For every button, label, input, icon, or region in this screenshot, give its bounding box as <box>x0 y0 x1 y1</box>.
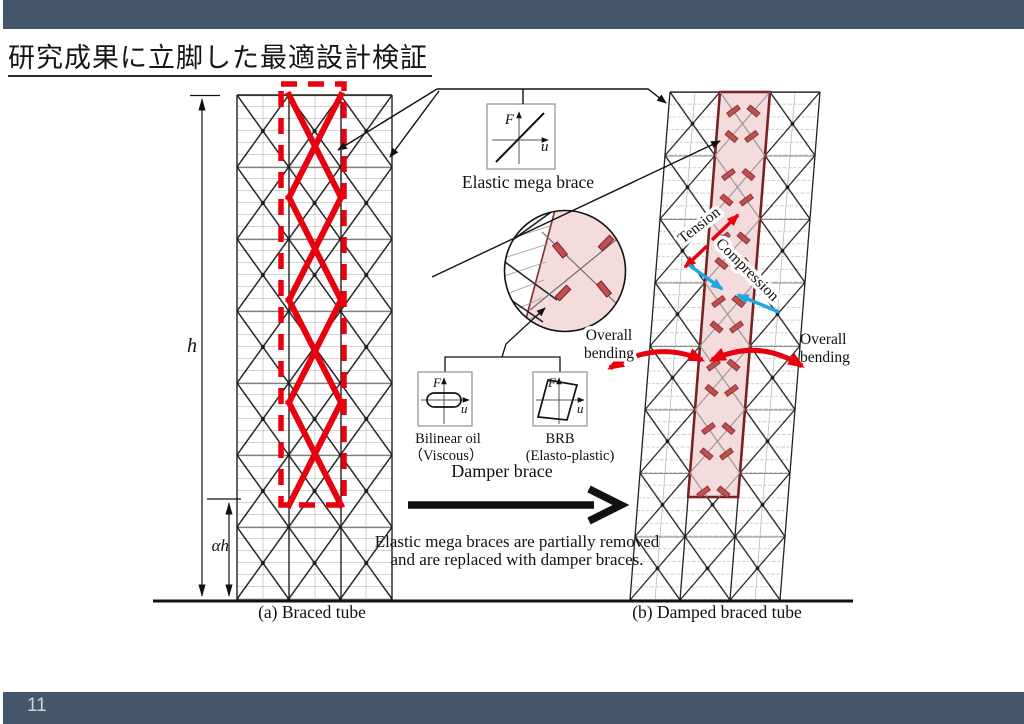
elastic-axis-u: u <box>541 139 549 155</box>
lower-height-dimension <box>207 498 241 598</box>
damper-brace-band <box>686 90 772 499</box>
elastic-brace-label: Elastic mega brace <box>462 172 594 192</box>
bilinear-axis-F: F <box>432 375 442 390</box>
caption-b: (b) Damped braced tube <box>632 602 802 622</box>
bending-right-line2: bending <box>800 349 850 366</box>
dim-h-label: h <box>187 335 197 357</box>
transform-arrow <box>408 485 630 525</box>
note-line2: and are replaced with damper braces. <box>391 550 644 569</box>
brb-hysteresis-box: F u <box>532 371 588 427</box>
brb-axis-F: F <box>547 375 557 390</box>
slide-top-bar <box>3 0 1024 29</box>
damper-tree <box>444 307 561 372</box>
overall-bending-label-right: Overall bending <box>800 331 850 366</box>
overall-bending-label-left: Overall bending <box>581 324 638 366</box>
magnifier-callout-line <box>431 140 721 278</box>
brb-axis-u: u <box>577 401 584 416</box>
caption-a: (a) Braced tube <box>258 602 366 622</box>
elastic-axis-F: F <box>504 112 515 128</box>
brb-name: BRB <box>545 431 574 447</box>
slide-bottom-bar: 11 <box>3 692 1024 724</box>
elastic-brace-connectors <box>337 88 667 158</box>
bilinear-oil-type: （Viscous） <box>409 447 484 464</box>
red-mega-brace <box>284 90 346 510</box>
bending-left-line2: bending <box>584 345 634 362</box>
brb-type: (Elasto-plastic) <box>526 448 615 464</box>
magnifier-inset <box>431 140 721 333</box>
elastic-brace-hysteresis-box: F u <box>486 103 556 170</box>
height-dimension <box>190 94 220 598</box>
compression-arrows <box>687 263 780 314</box>
bending-right-line1: Overall <box>800 331 846 348</box>
page-number: 11 <box>27 695 47 716</box>
dim-alpha-h-label: αh <box>212 536 229 555</box>
overall-bending-arrows <box>607 347 805 371</box>
bilinear-axis-u: u <box>461 401 468 416</box>
removed-brace-dashed-outline <box>278 81 347 508</box>
damper-brace-title: Damper brace <box>451 461 552 481</box>
slide-title: 研究成果に立脚した最適設計検証 <box>8 42 432 77</box>
bending-left-line1: Overall <box>586 327 632 344</box>
bilinear-oil-name: Bilinear oil <box>415 431 481 447</box>
bilinear-oil-hysteresis-box: F u <box>417 371 473 427</box>
tension-arrows <box>683 213 740 269</box>
braced-tube-a <box>236 81 393 600</box>
note-line1: Elastic mega braces are partially remove… <box>375 532 660 551</box>
damped-braced-tube-b <box>629 90 821 600</box>
